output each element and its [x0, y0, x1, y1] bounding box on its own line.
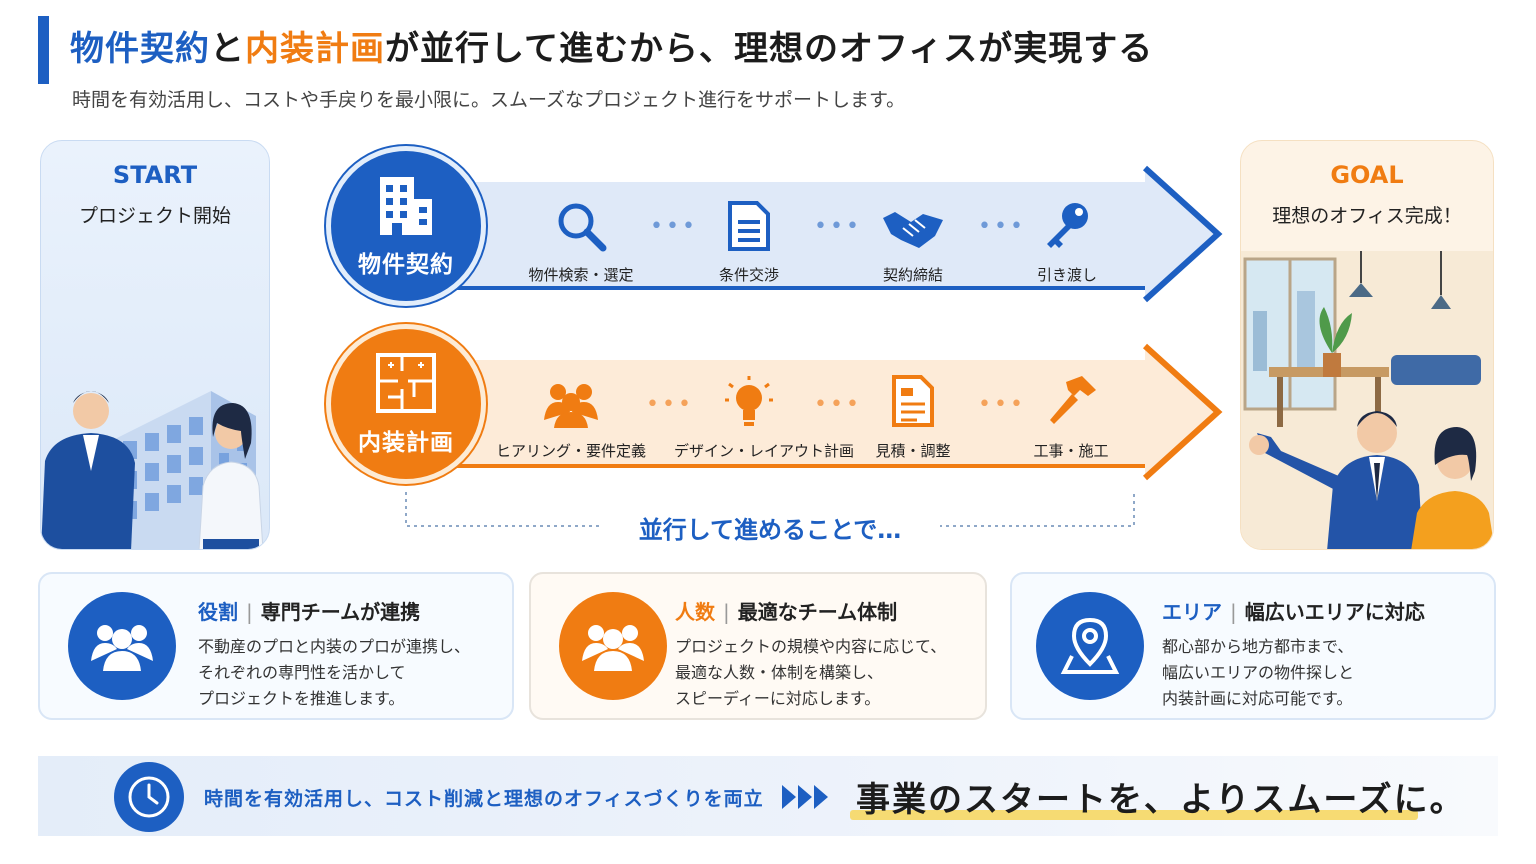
page-subtitle: 時間を有効活用し、コストや手戻りを最小限に。スムーズなプロジェクト進行をサポート… — [72, 89, 906, 111]
goal-subheading: 理想のオフィス完成！ — [1272, 205, 1462, 227]
closing-tagline: 事業のスタートを、よりスムーズに。 — [856, 780, 1466, 820]
interior-step-label: 工事・施工 — [1033, 442, 1109, 460]
interior-circle: 内装計画 — [326, 324, 486, 484]
interior-step-3: 見積・調整 — [838, 372, 988, 461]
title-rest: が並行して進むから、理想のオフィスが実現する — [385, 29, 1154, 69]
contract-circle: 物件契約 — [326, 146, 486, 306]
feature-description: 都心部から地方都市まで、幅広いエリアの物件探しと内装計画に対応可能です。 — [1162, 637, 1355, 708]
feature-title: エリア|幅広いエリアに対応 — [1162, 600, 1425, 624]
process-tracks — [450, 165, 1223, 481]
feature-card-headcount: 人数|最適なチーム体制 プロジェクトの規模や内容に応じて、最適な人数・体制を構築… — [529, 572, 987, 720]
triple-arrow-icon — [782, 785, 828, 809]
contract-label: 物件契約 — [358, 252, 454, 278]
contract-step-label: 引き渡し — [1036, 266, 1097, 284]
bottom-band — [38, 756, 1498, 836]
contract-step-label: 条件交渉 — [718, 266, 779, 284]
interior-step-4: 工事・施工 — [996, 372, 1146, 461]
title-contract: 物件契約 — [70, 29, 210, 69]
goal-office-illustration — [1241, 251, 1493, 549]
contract-step-2: 条件交渉 — [674, 196, 824, 285]
interior-track-arrow — [450, 346, 1218, 478]
feature-card-role: 役割|専門チームが連携 不動産のプロと内装のプロが連携し、それぞれの専門性を活か… — [38, 572, 514, 720]
handshake-icon — [883, 212, 943, 248]
interior-step-label: ヒアリング・要件定義 — [496, 442, 647, 460]
interior-label: 内装計画 — [358, 430, 454, 456]
key-icon — [1047, 203, 1088, 248]
document-icon — [728, 201, 770, 251]
interior-step-2: デザイン・レイアウト計画 — [674, 372, 855, 461]
start-heading: START — [112, 161, 198, 189]
start-illustration — [41, 391, 264, 549]
parallel-caption: 並行して進めることで… — [600, 510, 940, 545]
title-to: と — [210, 29, 245, 69]
interior-step-label: デザイン・レイアウト計画 — [674, 442, 855, 460]
bottom-message: 時間を有効活用し、コスト削減と理想のオフィスづくりを両立 — [204, 788, 764, 810]
feature-title: 役割|専門チームが連携 — [198, 600, 421, 624]
contract-step-label: 契約締結 — [882, 266, 943, 284]
title-interior: 内装計画 — [245, 29, 385, 69]
contract-track-arrow — [450, 168, 1218, 300]
building-icon — [380, 177, 432, 235]
feature-description: 不動産のプロと内装のプロが連携し、それぞれの専門性を活かしてプロジェクトを推進し… — [198, 637, 471, 708]
map-pin-icon — [1036, 592, 1144, 700]
highlight-underline — [850, 810, 1418, 820]
hammer-icon — [1050, 376, 1096, 424]
feature-title: 人数|最適なチーム体制 — [675, 600, 898, 624]
start-card: START プロジェクト開始 — [40, 140, 270, 550]
contract-step-label: 物件検索・選定 — [528, 266, 634, 284]
interior-step-label: 見積・調整 — [875, 442, 951, 460]
estimate-icon — [892, 375, 934, 427]
contract-step-1: 物件検索・選定 — [506, 196, 656, 285]
page-title: 物件契約と内装計画が並行して進むから、理想のオフィスが実現する — [70, 26, 1153, 72]
title-accent-bar — [38, 16, 49, 84]
feature-description: プロジェクトの規模や内容に応じて、最適な人数・体制を構築し、スピーディーに対応し… — [675, 637, 947, 708]
goal-card: GOAL 理想のオフィス完成！ — [1240, 140, 1494, 550]
floorplan-icon — [376, 353, 436, 413]
team-icon — [559, 592, 667, 700]
start-subheading: プロジェクト開始 — [78, 205, 231, 227]
search-icon — [558, 203, 607, 252]
goal-heading: GOAL — [1330, 161, 1404, 189]
contract-step-3: 契約締結 — [838, 196, 988, 285]
parallel-connector — [405, 492, 1135, 527]
contract-step-4: 引き渡し — [992, 196, 1142, 285]
interior-step-1: ヒアリング・要件定義 — [496, 372, 646, 461]
clock-icon — [114, 762, 184, 832]
feature-card-area: エリア|幅広いエリアに対応 都心部から地方都市まで、幅広いエリアの物件探しと内装… — [1010, 572, 1496, 720]
people-icon — [544, 384, 598, 428]
lightbulb-icon — [725, 376, 773, 426]
team-icon — [68, 592, 176, 700]
